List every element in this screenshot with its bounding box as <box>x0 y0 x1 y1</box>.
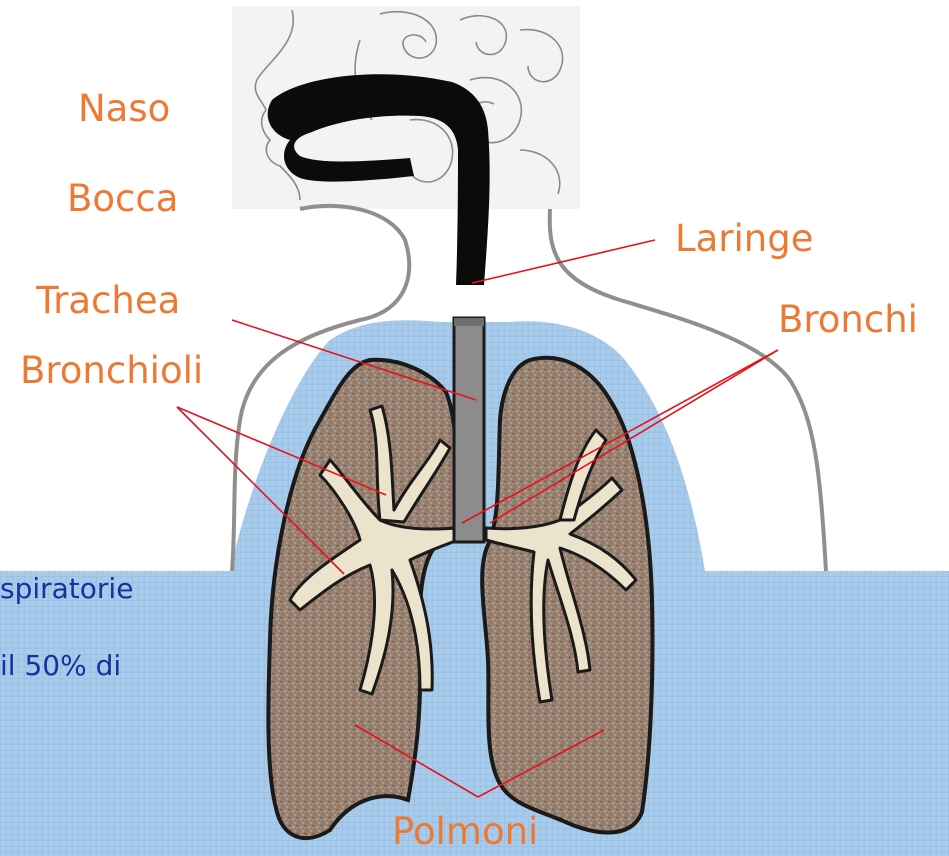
label-bocca: Bocca <box>67 180 178 217</box>
label-bronchi: Bronchi <box>778 301 918 338</box>
label-bronchioli: Bronchioli <box>20 352 203 389</box>
label-polmoni: Polmoni <box>392 813 538 850</box>
label-laringe: Laringe <box>675 220 813 257</box>
background-text-line2: il 50% di <box>0 652 121 680</box>
label-naso: Naso <box>78 90 170 127</box>
trachea <box>454 318 484 542</box>
label-trachea: Trachea <box>36 282 180 319</box>
background-text-line1: spiratorie <box>0 575 133 603</box>
